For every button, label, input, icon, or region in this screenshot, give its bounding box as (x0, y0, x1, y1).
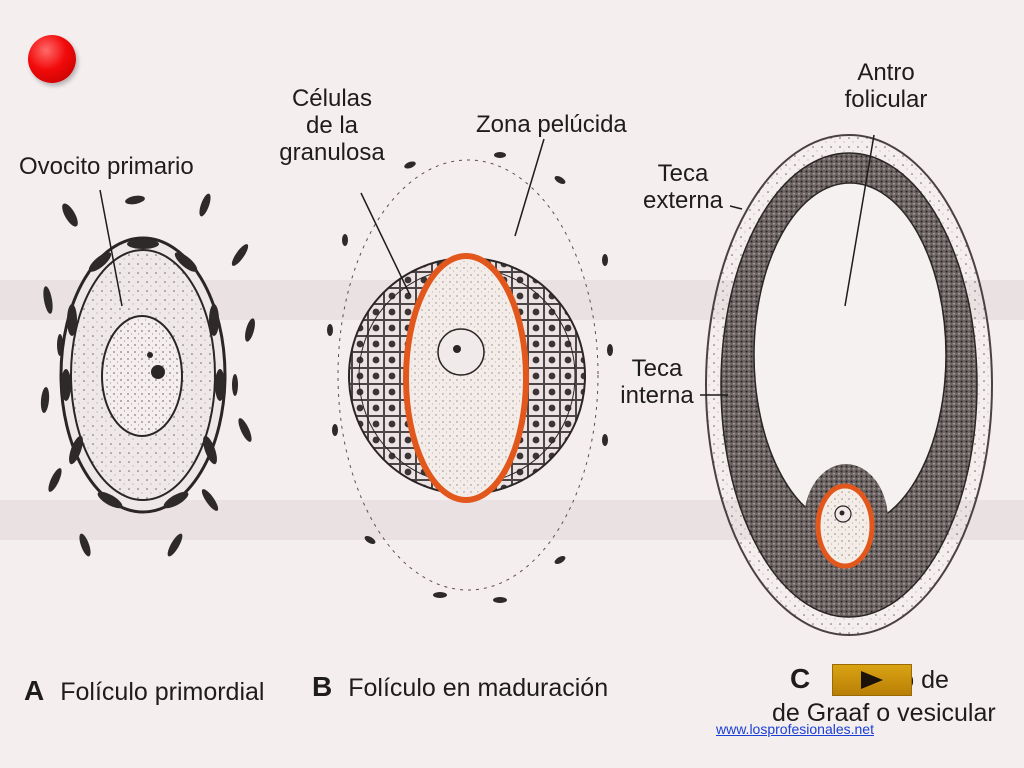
label-celulas-line2: de la (305, 112, 359, 139)
caption-c-letter: C (790, 663, 811, 694)
primordial-follicle (40, 189, 255, 557)
caption-b: B Folículo en maduración (312, 671, 609, 703)
label-celulas-line1: Células (291, 85, 373, 112)
label-teca-interna-line2: interna (620, 382, 694, 409)
website-link[interactable]: www.losprofesionales.net (716, 721, 874, 737)
label-teca-interna: Teca interna (612, 355, 702, 409)
label-zona-pelucida: Zona pelúcida (476, 111, 627, 138)
maturing-follicle (327, 138, 613, 603)
record-button[interactable] (28, 35, 76, 83)
label-antro-line2: folicular (844, 86, 928, 113)
label-teca-interna-line1: Teca (631, 355, 683, 382)
label-teca-externa: Teca externa (638, 160, 728, 214)
caption-b-letter: B (312, 671, 333, 702)
play-triangle-icon (861, 671, 883, 689)
label-ovocito-primario: Ovocito primario (19, 153, 194, 180)
caption-b-text: Folículo en maduración (348, 674, 609, 702)
stromal-cells (40, 193, 255, 557)
next-slide-button[interactable] (832, 664, 912, 696)
flattened-follicle-cells (61, 239, 225, 509)
graafian-follicle (700, 134, 993, 636)
label-teca-externa-line1: Teca (657, 160, 709, 187)
label-celulas-line3: granulosa (279, 139, 385, 166)
theca-cells (327, 152, 613, 603)
label-celulas-granulosa: Células de la granulosa (277, 85, 387, 166)
caption-a-text: Folículo primordial (60, 678, 265, 706)
caption-a: A Folículo primordial (24, 675, 265, 707)
caption-c-line2: de Graaf o vesicular (772, 699, 996, 727)
label-antro-folicular: Antro folicular (838, 59, 934, 113)
label-antro-line1: Antro (857, 59, 915, 86)
label-teca-externa-line2: externa (642, 187, 724, 214)
caption-a-letter: A (24, 675, 45, 706)
